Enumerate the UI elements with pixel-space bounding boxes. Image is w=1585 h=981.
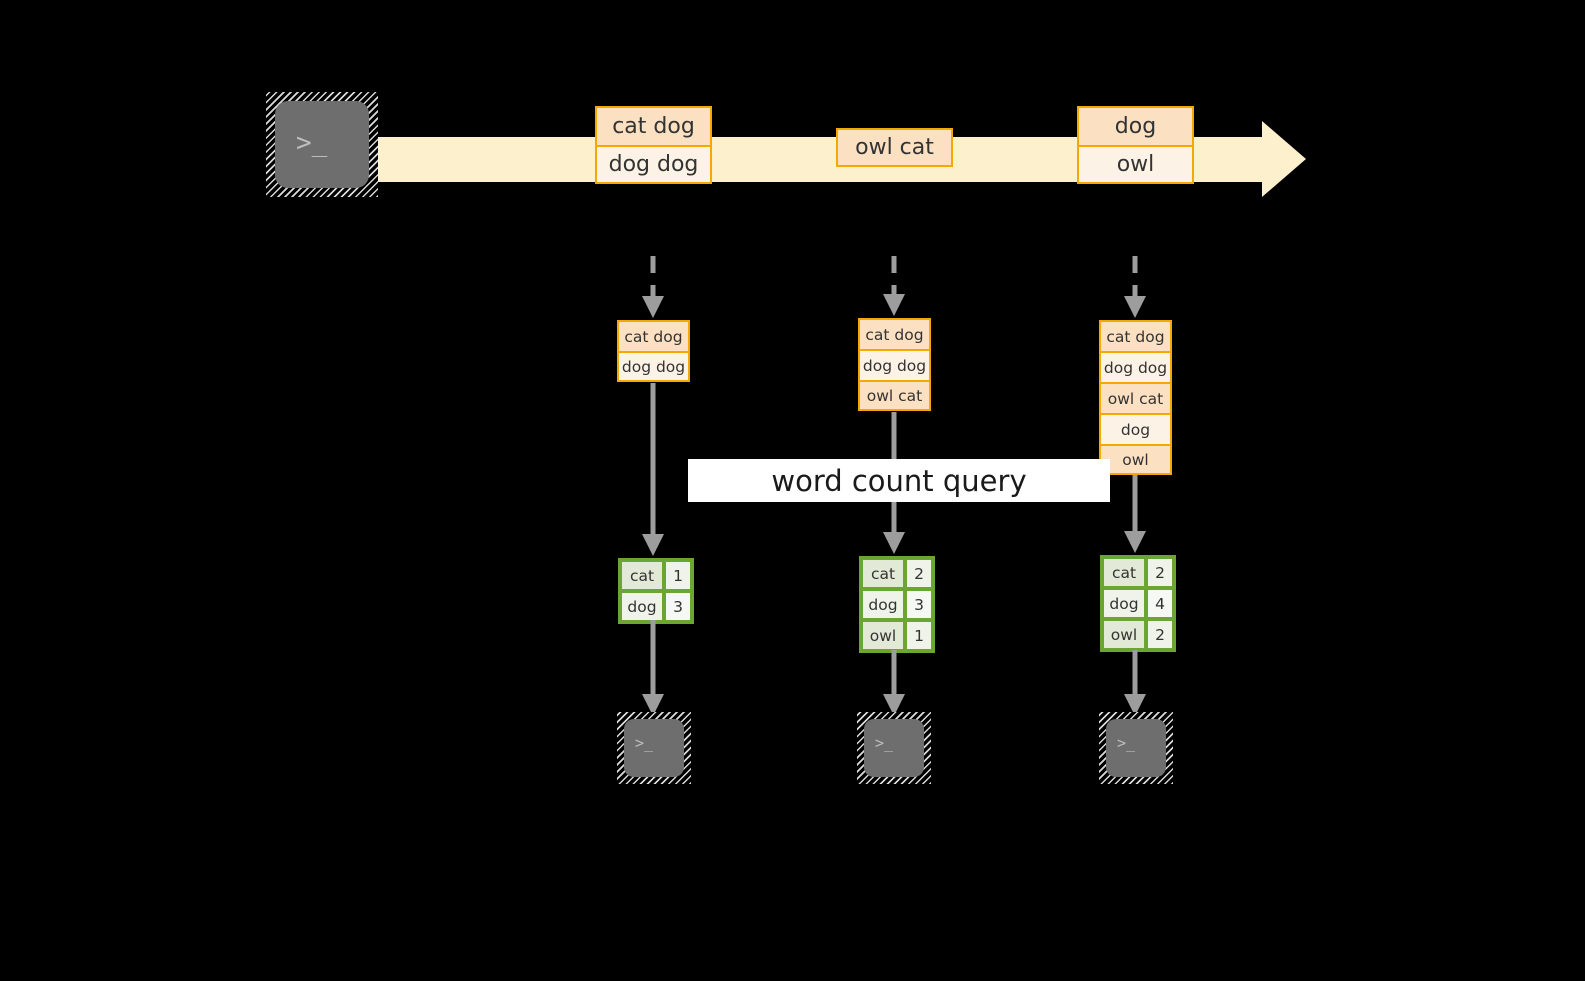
trigger-1-query-connector	[638, 383, 668, 556]
trigger-3-stream-connector	[1120, 256, 1150, 318]
trigger-1-input-table: cat dog dog dog	[617, 320, 690, 382]
stream-message: cat dog	[595, 106, 712, 145]
result-count: 2	[1146, 619, 1174, 650]
trigger-1-sink-connector	[638, 620, 668, 716]
result-word: dog	[1102, 588, 1146, 619]
query-label: word count query	[688, 459, 1110, 502]
trigger-3-sink-connector	[1120, 650, 1150, 716]
result-word: owl	[861, 620, 905, 651]
result-count: 2	[1146, 557, 1174, 588]
connector-arrowhead	[883, 532, 905, 554]
result-count: 1	[905, 620, 933, 651]
result-word: cat	[620, 560, 664, 591]
input-row: owl cat	[1099, 382, 1172, 413]
result-count: 2	[905, 558, 933, 589]
connector-arrowhead	[1124, 531, 1146, 553]
result-count: 1	[664, 560, 692, 591]
result-count: 3	[664, 591, 692, 622]
connector-shaft	[891, 256, 897, 294]
connector-shaft	[650, 256, 656, 296]
connector-arrowhead	[1124, 694, 1146, 716]
result-word: cat	[1102, 557, 1146, 588]
connector-shaft	[1132, 650, 1138, 694]
connector-shaft	[891, 650, 897, 694]
input-row: dog dog	[1099, 351, 1172, 382]
input-row: dog	[1099, 413, 1172, 444]
connector-shaft	[650, 383, 656, 534]
stream-batch-1: cat dog dog dog	[595, 106, 712, 184]
stream-message: dog dog	[595, 145, 712, 184]
trigger-1-stream-connector	[638, 256, 668, 318]
result-count: 4	[1146, 588, 1174, 619]
input-row: owl cat	[858, 380, 931, 411]
connector-arrowhead	[883, 294, 905, 316]
terminal-prompt-glyph: >_	[635, 734, 654, 752]
result-row: dog 4	[1102, 588, 1174, 619]
terminal-prompt-glyph: >_	[1117, 734, 1136, 752]
result-row: dog 3	[861, 589, 933, 620]
trigger-3-input-table: cat dog dog dog owl cat dog owl	[1099, 320, 1172, 475]
input-row: cat dog	[1099, 320, 1172, 351]
connector-arrowhead	[1124, 296, 1146, 318]
trigger-2-sink-connector	[879, 650, 909, 716]
input-stream-arrowhead	[1262, 121, 1306, 197]
terminal-prompt-glyph: >_	[875, 734, 894, 752]
result-word: dog	[861, 589, 905, 620]
source-terminal-icon[interactable]: >_	[266, 92, 378, 197]
result-row: cat 2	[1102, 557, 1174, 588]
trigger-2-result-table: cat 2 dog 3 owl 1	[859, 556, 935, 653]
trigger-3-query-connector	[1120, 475, 1150, 553]
trigger-1-result-table: cat 1 dog 3	[618, 558, 694, 624]
input-row: cat dog	[617, 320, 690, 351]
input-row: cat dog	[858, 318, 931, 349]
result-row: owl 1	[861, 620, 933, 651]
trigger-3-result-table: cat 2 dog 4 owl 2	[1100, 555, 1176, 652]
result-row: dog 3	[620, 591, 692, 622]
connector-shaft	[1132, 256, 1138, 296]
trigger-2-stream-connector	[879, 256, 909, 316]
result-count: 3	[905, 589, 933, 620]
terminal-body	[1106, 719, 1166, 777]
terminal-body	[624, 719, 684, 777]
trigger-1-sink-terminal-icon[interactable]: >_	[617, 712, 691, 784]
connector-arrowhead	[642, 694, 664, 716]
result-word: dog	[620, 591, 664, 622]
connector-arrowhead	[883, 694, 905, 716]
stream-message: owl	[1077, 145, 1194, 184]
stream-batch-2: owl cat	[836, 128, 953, 167]
connector-shaft	[650, 620, 656, 694]
terminal-body	[275, 101, 369, 188]
trigger-2-sink-terminal-icon[interactable]: >_	[857, 712, 931, 784]
input-row: dog dog	[858, 349, 931, 380]
stream-batch-3: dog owl	[1077, 106, 1194, 184]
trigger-2-input-table: cat dog dog dog owl cat	[858, 318, 931, 411]
terminal-body	[864, 719, 924, 777]
connector-arrowhead	[642, 296, 664, 318]
terminal-prompt-glyph: >_	[296, 128, 328, 158]
result-word: owl	[1102, 619, 1146, 650]
result-row: owl 2	[1102, 619, 1174, 650]
input-row: dog dog	[617, 351, 690, 382]
connector-arrowhead	[642, 534, 664, 556]
result-row: cat 2	[861, 558, 933, 589]
result-row: cat 1	[620, 560, 692, 591]
connector-shaft	[1132, 475, 1138, 531]
result-word: cat	[861, 558, 905, 589]
stream-message: owl cat	[836, 128, 953, 167]
stream-message: dog	[1077, 106, 1194, 145]
trigger-3-sink-terminal-icon[interactable]: >_	[1099, 712, 1173, 784]
